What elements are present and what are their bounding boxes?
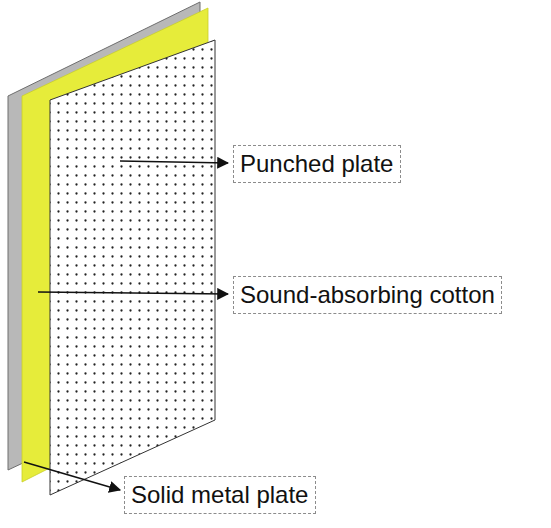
leader-line [24, 462, 120, 490]
label-box: Sound-absorbing cotton [233, 276, 502, 314]
label-box: Punched plate [233, 145, 401, 183]
punched-holes [50, 40, 215, 495]
label-text: Solid metal plate [131, 480, 309, 510]
leader-line [120, 161, 228, 163]
label-text: Sound-absorbing cotton [240, 280, 495, 310]
leader-line [38, 292, 228, 294]
punched-plate [50, 40, 215, 495]
label-box: Solid metal plate [124, 476, 316, 514]
label-text: Punched plate [240, 149, 394, 179]
